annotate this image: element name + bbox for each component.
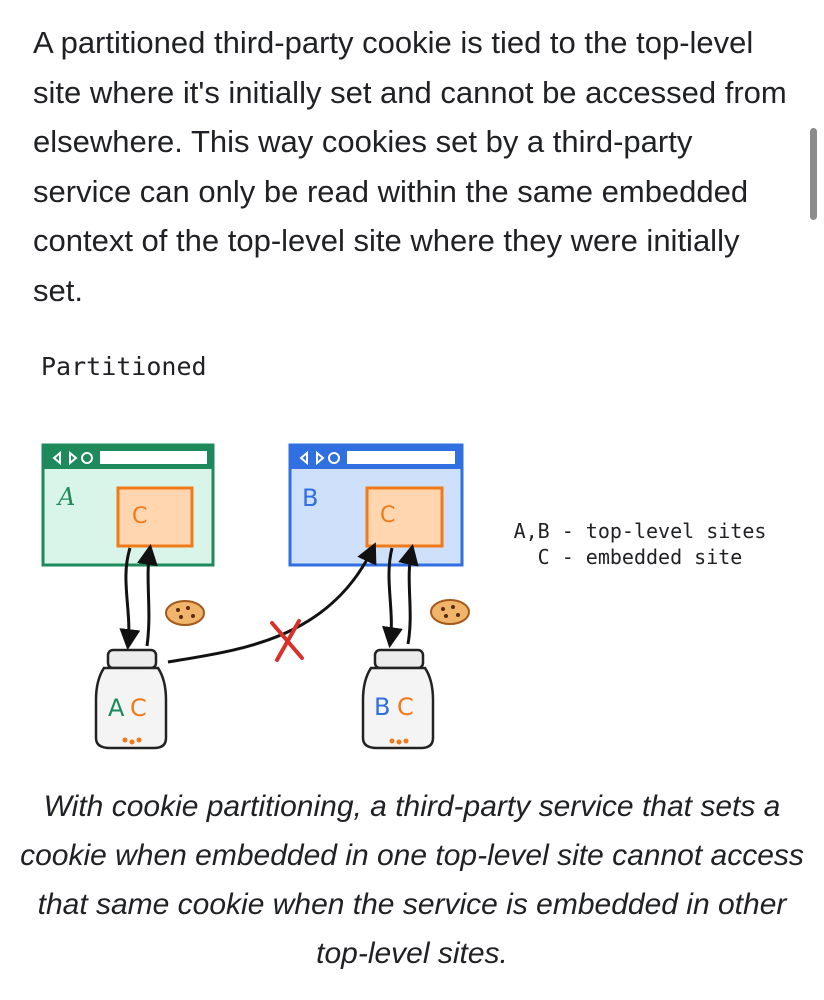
address-bar (347, 451, 455, 464)
jar-bc-first-letter: B (374, 693, 390, 721)
partitioned-cookie-diagram: A C B C (41, 443, 470, 750)
browser-controls-icon (299, 450, 340, 466)
embedded-frame-a (116, 486, 194, 548)
cookie-icon (430, 599, 470, 625)
embedded-frame-b (365, 486, 444, 548)
cookie-jar-ac: A C (94, 648, 168, 750)
jar-bc-second-letter: C (397, 693, 414, 721)
blocked-access-line (167, 542, 377, 664)
arrows-a (119, 543, 158, 651)
cookie-jar-bc: B C (361, 648, 435, 750)
embedded-label-a: C (132, 504, 147, 529)
cookie-icon (165, 600, 205, 626)
site-b-label: B (302, 484, 318, 512)
figure-caption: With cookie partitioning, a third-party … (20, 790, 804, 970)
blocked-x-icon (270, 619, 304, 662)
section-label: Partitioned (41, 352, 207, 381)
site-a-label: A (56, 483, 75, 511)
legend-line-1: A,B - top-level sites (513, 519, 767, 543)
intro-paragraph: A partitioned third-party cookie is tied… (33, 25, 787, 308)
scrollbar-thumb[interactable] (810, 128, 817, 220)
site-a-window: A C (41, 443, 215, 567)
jar-ac-first-letter: A (108, 694, 125, 722)
legend-line-2: C - embedded site (537, 545, 743, 569)
site-b-window: B C (288, 443, 464, 567)
browser-controls-icon (52, 450, 93, 466)
jar-ac-second-letter: C (130, 694, 147, 722)
arrows-b (382, 543, 419, 649)
embedded-label-b: C (380, 503, 395, 528)
address-bar (100, 451, 207, 464)
